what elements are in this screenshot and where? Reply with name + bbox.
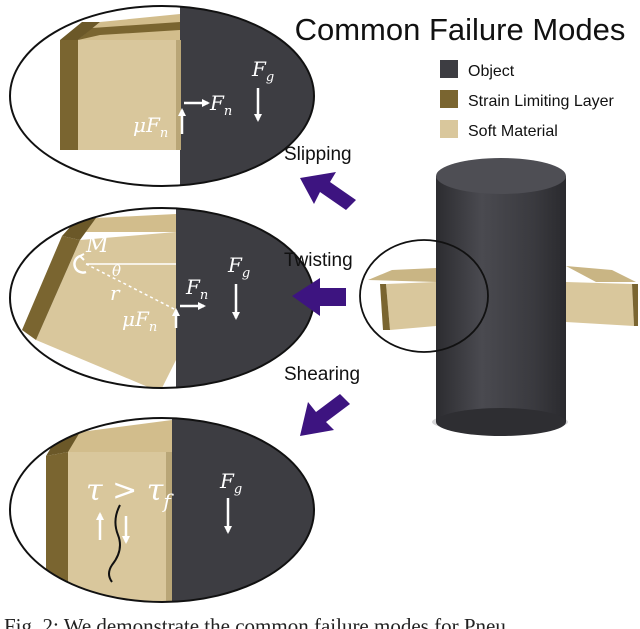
figure-caption: Fig. 2: We demonstrate the common failur…: [4, 614, 506, 629]
legend-label-object: Object: [468, 63, 515, 80]
radius-line: [85, 263, 177, 311]
right-gripper: [566, 282, 634, 326]
slipping-arrow: [300, 172, 356, 210]
legend-swatch-object: [440, 60, 458, 78]
twisting-panel: M θ r Fg Fn μFn: [9, 207, 315, 389]
object-surface: [172, 418, 314, 602]
soft-material-block: [36, 232, 176, 388]
highlight-circle: [359, 239, 489, 353]
legend: Object Strain Limiting Layer Soft Materi…: [440, 60, 615, 140]
object-with-gripper: [359, 158, 638, 436]
friction-label: μFn: [122, 307, 157, 335]
shearing-panel: τ > τf Fg: [9, 417, 315, 603]
legend-label-soft-material: Soft Material: [468, 123, 558, 140]
friction-label: μFn: [133, 113, 168, 141]
mode-label-slipping: Slipping: [284, 144, 352, 165]
crack-line: [108, 504, 121, 583]
shear-stress-label: τ > τf: [86, 473, 174, 513]
angle-label: θ: [112, 262, 121, 280]
mode-label-shearing: Shearing: [284, 364, 360, 385]
left-gripper: [386, 282, 436, 330]
gravity-label: Fg: [251, 57, 274, 85]
gravity-label: Fg: [227, 253, 250, 281]
soft-material-block: [68, 452, 172, 602]
moment-label: M: [85, 233, 109, 258]
object-cylinder: [436, 176, 566, 422]
gravity-label: Fg: [219, 469, 242, 497]
twisting-arrow: [292, 278, 346, 316]
slipping-panel: Fg Fn μFn: [9, 5, 315, 187]
legend-swatch-strain-layer: [440, 90, 458, 108]
radius-label: r: [110, 281, 121, 305]
figure-title: Common Failure Modes: [295, 12, 626, 47]
legend-swatch-soft-material: [440, 120, 458, 138]
mode-label-twisting: Twisting: [284, 250, 353, 271]
strain-limiting-layer: [46, 452, 68, 602]
shearing-arrow: [300, 394, 350, 436]
normal-force-label: Fn: [185, 275, 208, 303]
normal-force-label: Fn: [209, 91, 232, 119]
strain-limiting-layer: [60, 40, 78, 150]
soft-material-block: [78, 40, 178, 150]
strain-limiting-layer: [22, 236, 80, 340]
moment-arrow: [73, 254, 87, 274]
legend-label-strain-layer: Strain Limiting Layer: [468, 93, 615, 110]
